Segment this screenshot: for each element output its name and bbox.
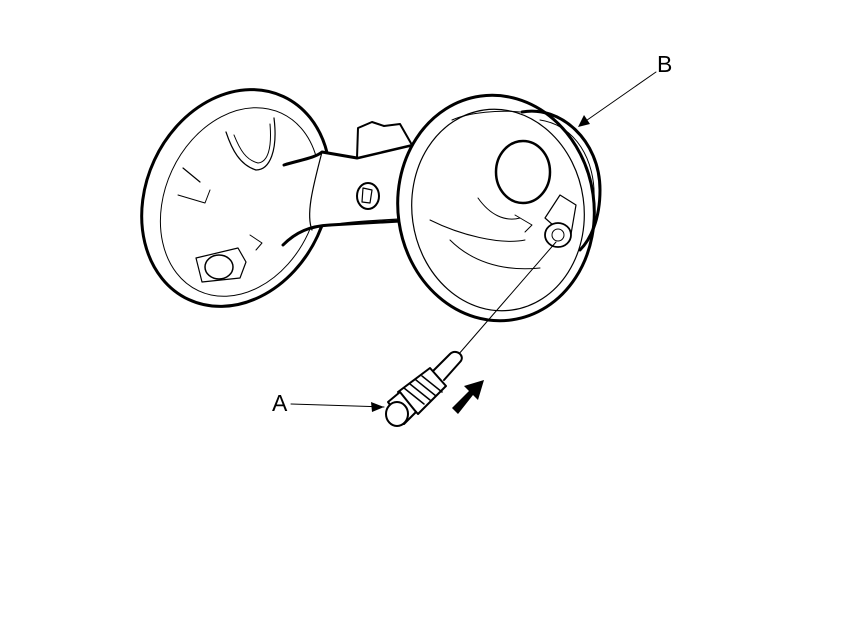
insertion-guide-line [457, 241, 557, 356]
pin [385, 350, 463, 427]
callout-label-a: A [272, 390, 288, 416]
hinge-arm [281, 121, 422, 247]
fuel-fill-door [140, 88, 332, 308]
leader-line-b [579, 71, 657, 126]
arrowhead-a [371, 402, 384, 412]
arrowhead-b [578, 115, 590, 127]
insert-direction-arrow [452, 380, 484, 414]
callout-label-b: B [657, 51, 673, 77]
hinge-housing [396, 93, 602, 323]
leader-line-a [290, 403, 385, 408]
